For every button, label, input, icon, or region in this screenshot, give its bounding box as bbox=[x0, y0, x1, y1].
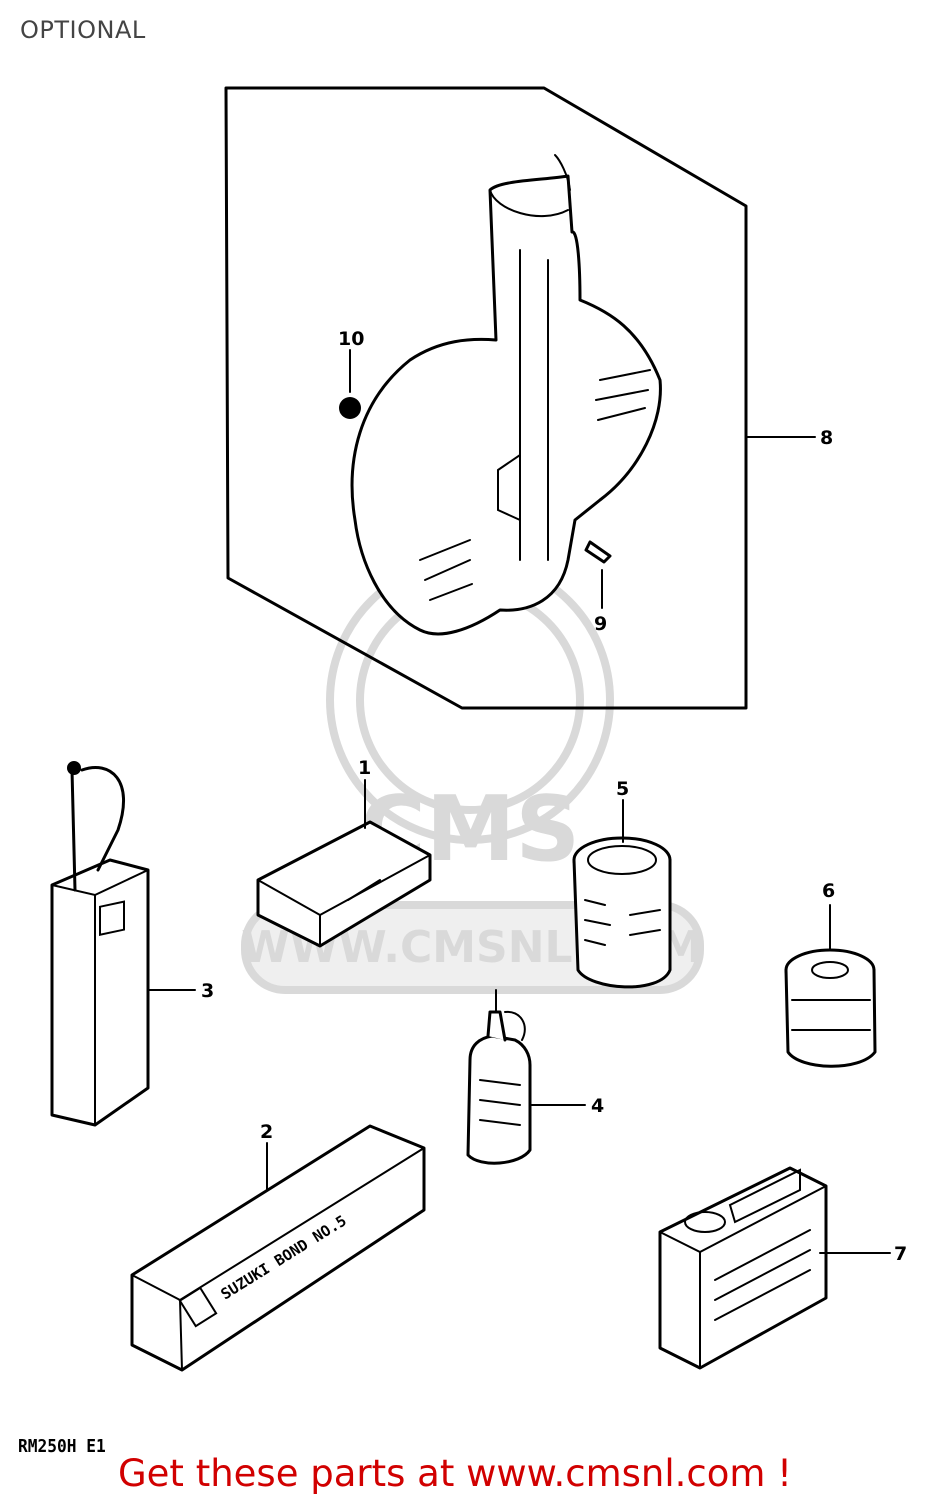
bond-box-part: SUZUKI BOND NO.5 bbox=[130, 1124, 426, 1372]
oil-can-part bbox=[572, 836, 672, 989]
part-10-nut bbox=[339, 397, 361, 419]
callout-10: 10 bbox=[338, 328, 364, 350]
tool-case-part bbox=[256, 820, 432, 948]
oil-filter-part bbox=[784, 948, 877, 1068]
callout-8: 8 bbox=[820, 427, 833, 449]
footer-link[interactable]: Get these parts at www.cmsnl.com ! bbox=[118, 1452, 793, 1495]
page-title: OPTIONAL bbox=[20, 16, 146, 44]
callout-4: 4 bbox=[591, 1095, 604, 1117]
kit-outline bbox=[224, 86, 748, 710]
part-9-screw bbox=[584, 540, 612, 564]
diagram-code: RM250H E1 bbox=[18, 1436, 106, 1457]
wire-bottle-part bbox=[50, 761, 150, 1127]
callout-5: 5 bbox=[616, 778, 629, 800]
callout-2: 2 bbox=[260, 1121, 273, 1143]
leader-lines bbox=[147, 349, 891, 1254]
battery-part bbox=[658, 1166, 828, 1370]
callout-3: 3 bbox=[201, 980, 214, 1002]
callout-7: 7 bbox=[894, 1243, 907, 1265]
callout-9: 9 bbox=[594, 613, 607, 635]
callout-1: 1 bbox=[358, 757, 371, 779]
radiator-shroud-part bbox=[350, 154, 662, 636]
grease-bottle-part bbox=[466, 989, 532, 1165]
callout-6: 6 bbox=[822, 880, 835, 902]
callouts: 10 8 9 1 5 6 3 4 2 7 bbox=[201, 328, 907, 1265]
